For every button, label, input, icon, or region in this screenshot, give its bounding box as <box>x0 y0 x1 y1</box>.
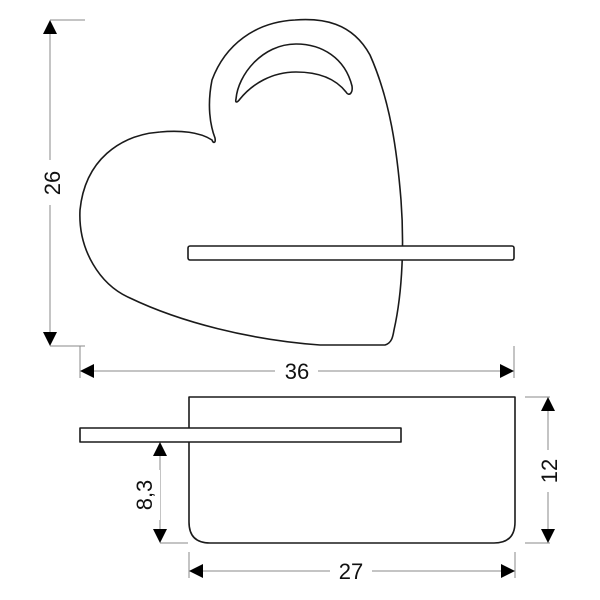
depth-shelf-label: 12 <box>537 459 562 483</box>
arrow-left-icon <box>80 364 94 378</box>
arrow-down-icon <box>153 529 167 543</box>
arrow-right-icon <box>501 564 515 578</box>
top-view <box>79 396 516 544</box>
arrow-up-icon <box>43 20 57 34</box>
width-total-label: 36 <box>285 359 309 384</box>
label-gap <box>138 470 160 520</box>
front-view <box>79 18 515 346</box>
arrow-up-icon <box>541 397 555 411</box>
shelf-width-dimension: 27 <box>188 552 516 584</box>
apple-bite-cutout <box>234 43 353 103</box>
height-total-label: 26 <box>40 171 65 195</box>
height-dimension: 26 <box>40 19 85 347</box>
arrow-down-icon <box>541 529 555 543</box>
shelf-plank-top <box>79 427 402 443</box>
shelf-body-top <box>188 396 516 544</box>
shelf-offset-label: 8,3 <box>132 480 157 511</box>
arrow-down-icon <box>43 332 57 346</box>
arrow-left-icon <box>189 564 203 578</box>
arrow-right-icon <box>500 364 514 378</box>
shelf-width-label: 27 <box>339 559 363 584</box>
width-dimension: 36 <box>79 346 515 384</box>
arrow-up-icon <box>153 442 167 456</box>
shelf-offset-dimension: 8,3 <box>132 442 188 544</box>
heart-outline <box>79 18 404 346</box>
shelf-front <box>187 245 515 261</box>
depth-dimension: 12 <box>525 396 562 544</box>
